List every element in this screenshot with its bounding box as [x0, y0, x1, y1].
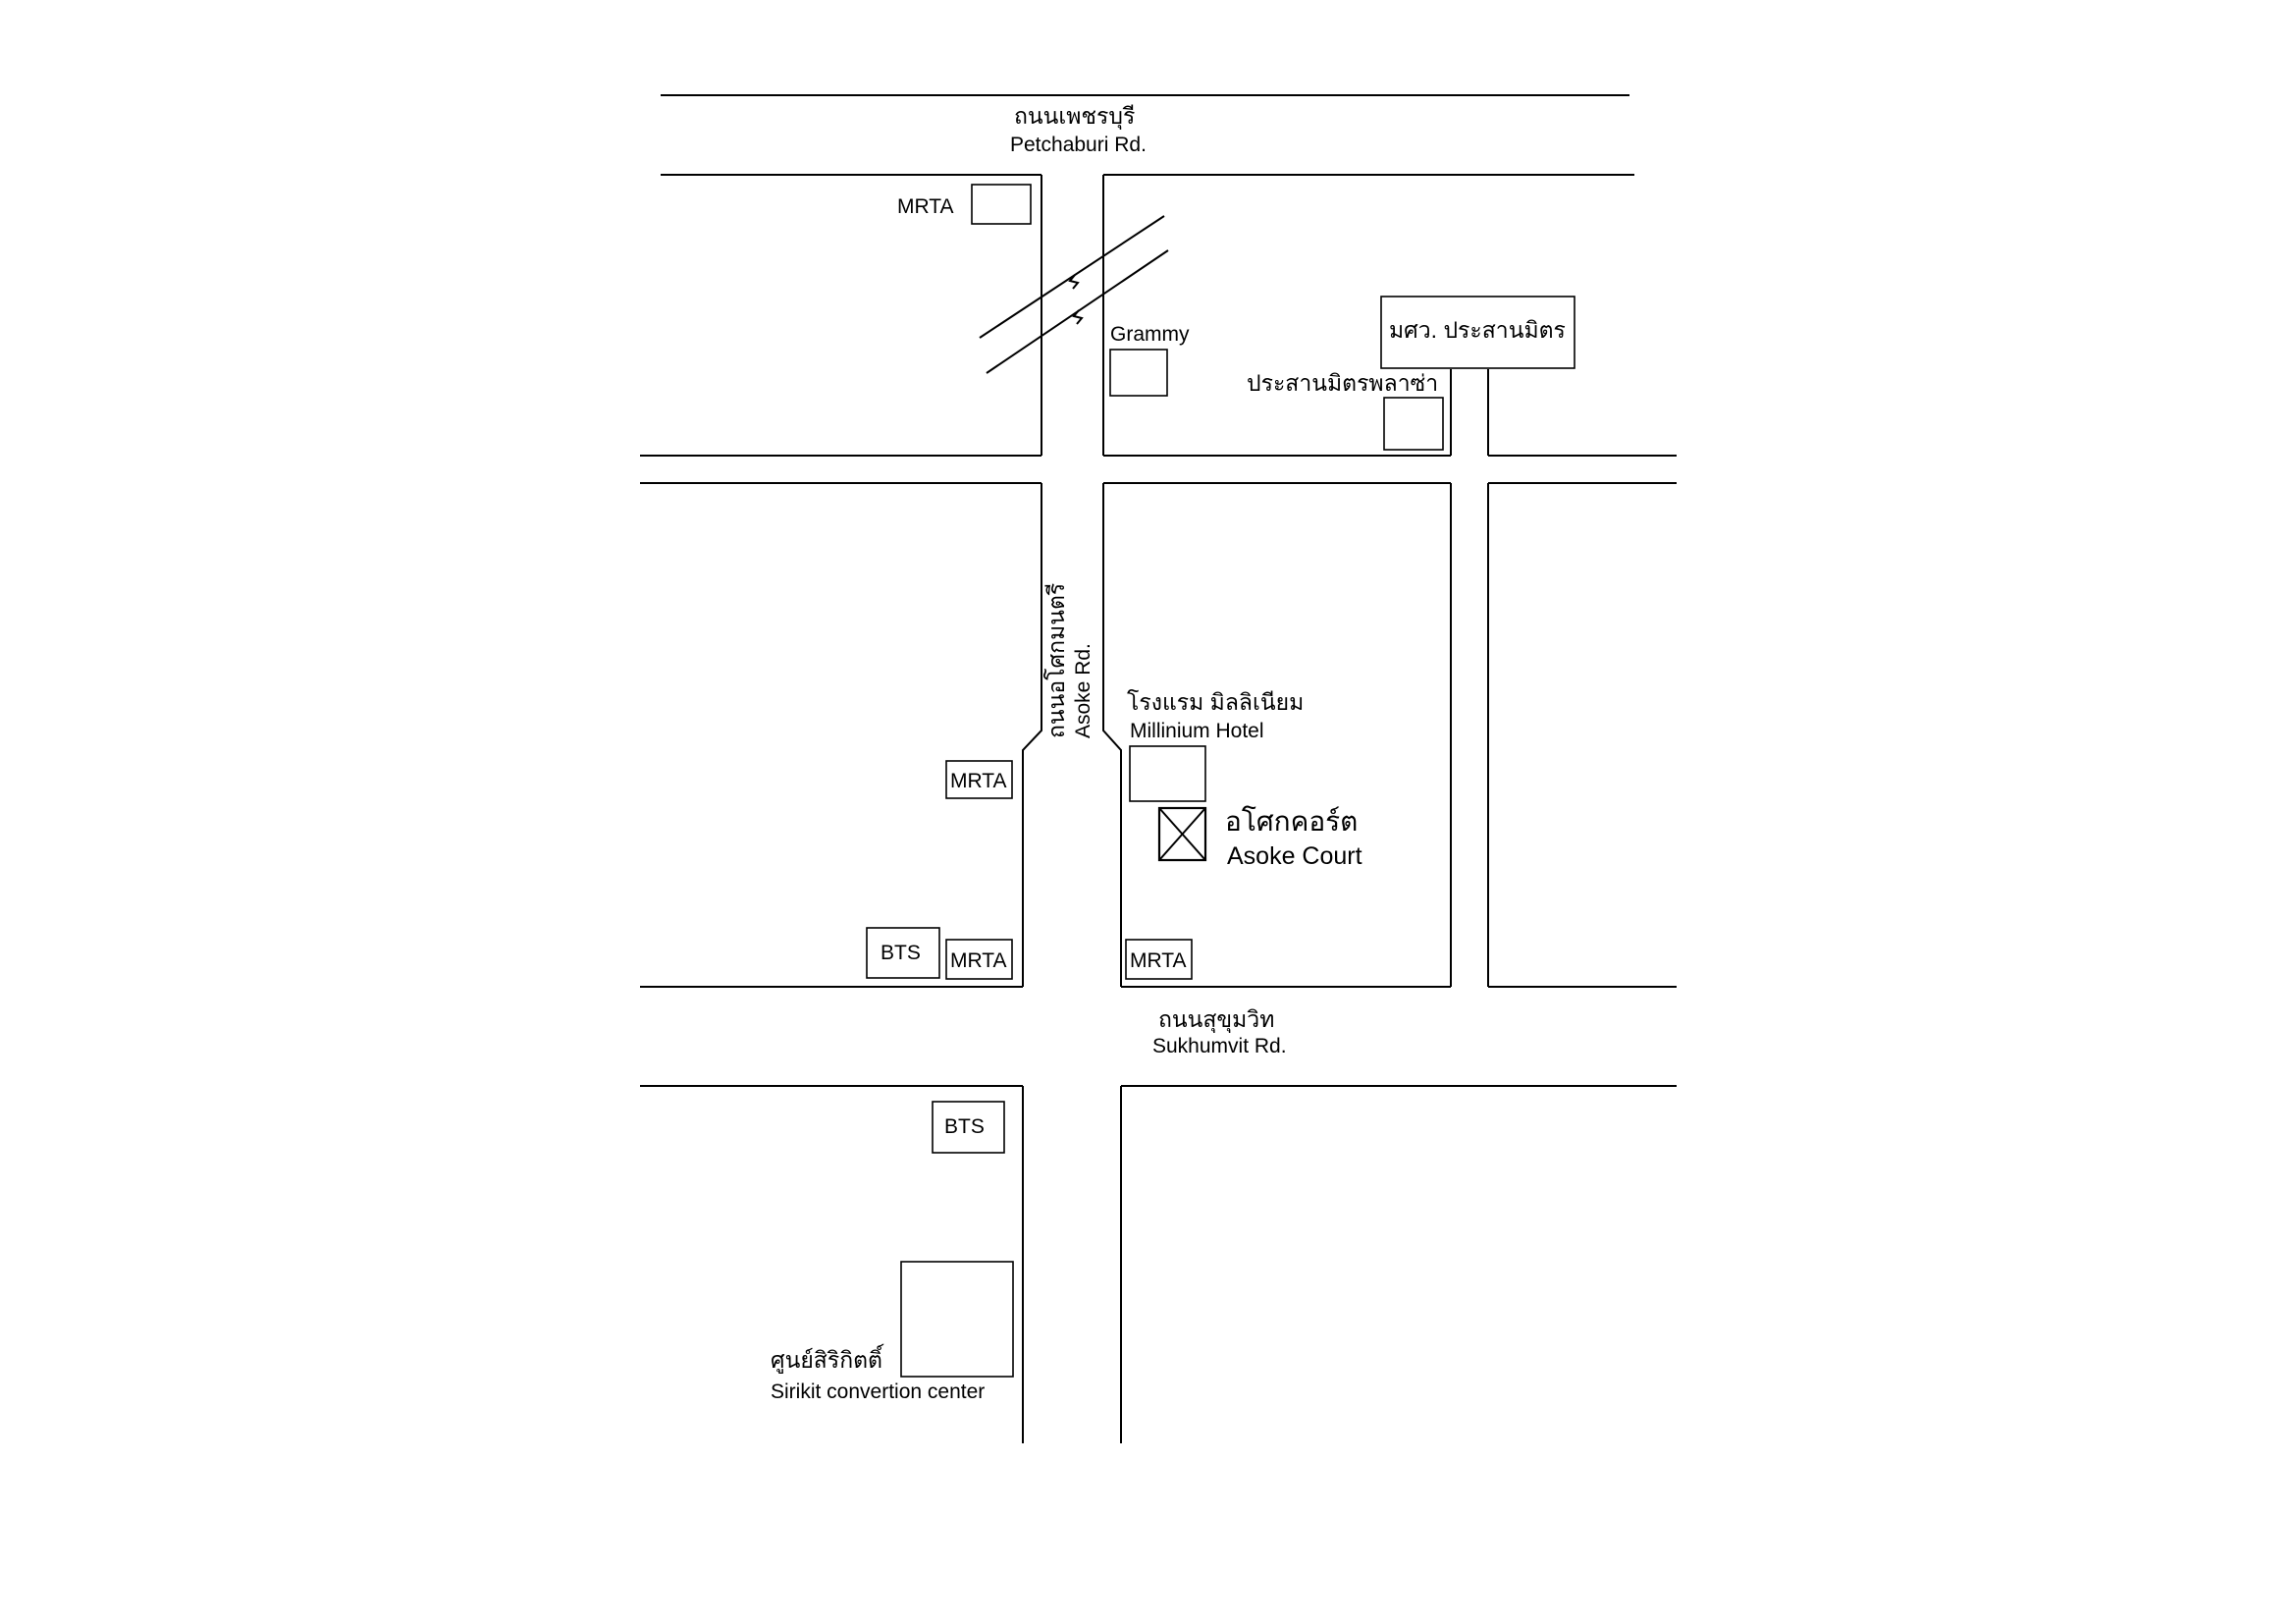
mrta-sw-label: MRTA — [950, 949, 1007, 972]
mrta-se-label: MRTA — [1130, 949, 1187, 972]
mrta-west-label: MRTA — [950, 770, 1007, 792]
asoke-road-west-edge-mid — [1022, 483, 1042, 987]
sukhumvit-road-label-en: Sukhumvit Rd. — [1152, 1035, 1287, 1057]
asoke-court-label-en: Asoke Court — [1227, 842, 1362, 870]
millennium-hotel-label-th: โรงแรม มิลลิเนียม — [1127, 689, 1304, 715]
asoke-road-east-edge-mid — [1102, 483, 1122, 987]
expressway-break-mark-upper — [1068, 274, 1080, 290]
sirikit-center-label-th: ศูนย์สิริกิตติ์ — [771, 1343, 884, 1374]
bts-north-label: BTS — [881, 942, 921, 964]
bts-north-box — [866, 927, 940, 979]
mrta-west-box — [945, 760, 1013, 799]
mrta-se-box — [1125, 939, 1193, 980]
asoke-road-label-th: ถนนอโศกมนตรี — [1043, 583, 1069, 738]
millennium-hotel-building — [1129, 745, 1206, 802]
swu-label: มศว. ประสานมิตร — [1389, 317, 1566, 343]
sirikit-center-label-en: Sirikit convertion center — [771, 1380, 985, 1403]
petchaburi-road-label-en: Petchaburi Rd. — [1010, 134, 1147, 156]
swu-building — [1380, 296, 1575, 369]
grammy-building — [1109, 349, 1168, 397]
bts-south-label: BTS — [944, 1115, 985, 1138]
crossed-box-icon — [1157, 806, 1207, 862]
sukhumvit-road-label-th: ถนนสุขุมวิท — [1158, 1006, 1274, 1033]
expressway-break-mark-lower — [1072, 309, 1084, 325]
asoke-court-label-th: อโศกคอร์ต — [1225, 805, 1358, 837]
asoke-road-label-en: Asoke Rd. — [1072, 643, 1095, 738]
mrta-top-box — [971, 184, 1032, 225]
millennium-hotel-label-en: Millinium Hotel — [1130, 720, 1264, 742]
sirikit-center-building — [900, 1261, 1014, 1378]
grammy-label: Grammy — [1110, 323, 1190, 346]
mrta-top-label: MRTA — [897, 195, 954, 218]
prasanmit-plaza-building — [1383, 397, 1444, 451]
bts-south-box — [932, 1101, 1005, 1154]
petchaburi-road-label-th: ถนนเพชรบุรี — [1014, 103, 1135, 130]
mrta-sw-box — [945, 939, 1013, 980]
prasanmit-plaza-label: ประสานมิตรพลาซ่า — [1247, 370, 1438, 396]
expressway-line-upper — [979, 215, 1165, 339]
